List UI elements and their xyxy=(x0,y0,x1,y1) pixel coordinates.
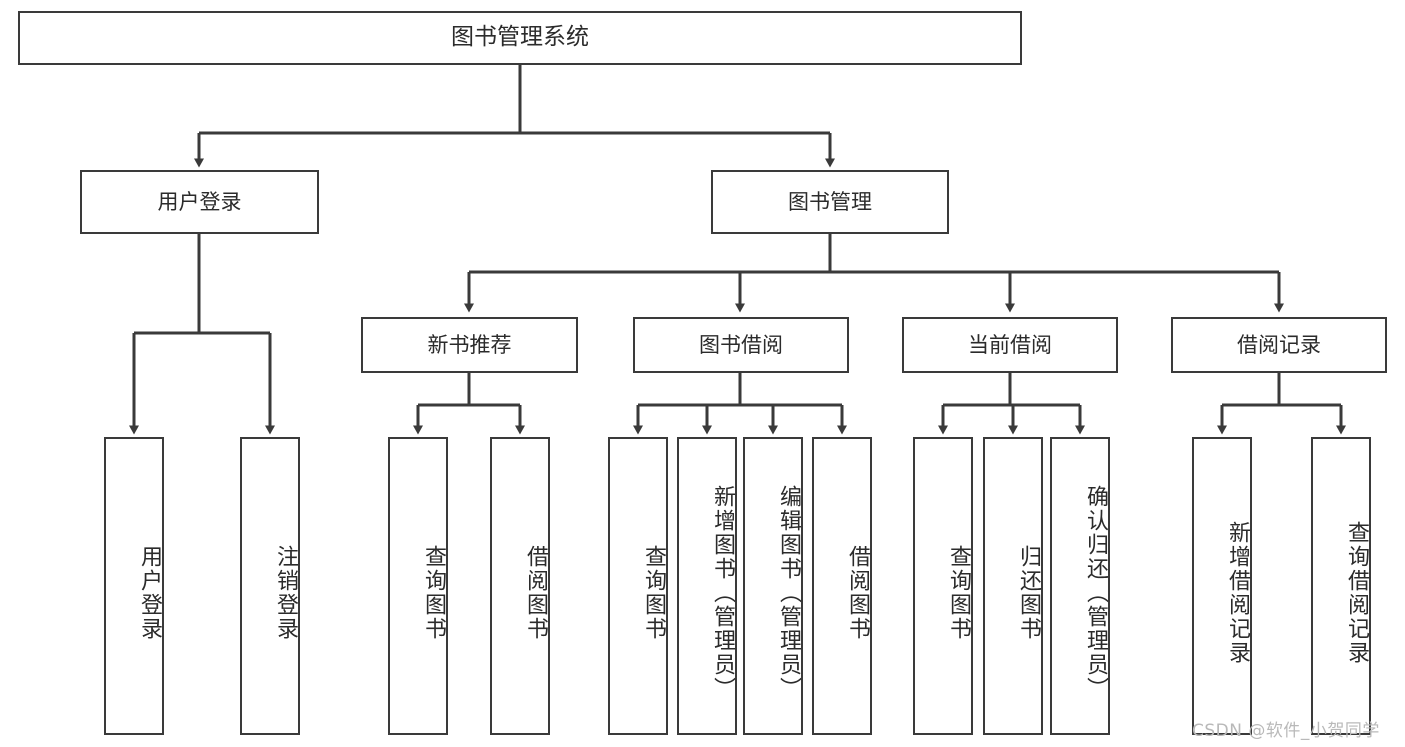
node-root-system[interactable]: 图书管理系统 xyxy=(18,11,1022,65)
leaf-label: 注销登录 xyxy=(273,545,298,641)
node-leaf-borrow-book-2[interactable]: 借阅图书 xyxy=(812,437,872,735)
node-leaf-confirm-return[interactable]: 确认归还（管理员） xyxy=(1050,437,1110,735)
leaf-label: 确认归还（管理员） xyxy=(1083,485,1108,701)
leaf-label: 查询图书 xyxy=(641,545,666,641)
csdn-watermark: CSDN @软件_小贺同学 xyxy=(1192,721,1380,741)
node-leaf-query-record[interactable]: 查询借阅记录 xyxy=(1311,437,1371,735)
node-leaf-logout-login[interactable]: 注销登录 xyxy=(240,437,300,735)
node-leaf-return-book[interactable]: 归还图书 xyxy=(983,437,1043,735)
node-leaf-query-book-3[interactable]: 查询图书 xyxy=(913,437,973,735)
leaf-label: 借阅图书 xyxy=(845,545,870,641)
leaf-label: 编辑图书（管理员） xyxy=(776,485,801,701)
node-new-book-recommend[interactable]: 新书推荐 xyxy=(361,317,578,373)
node-leaf-query-book-1[interactable]: 查询图书 xyxy=(388,437,448,735)
node-leaf-user-login[interactable]: 用户登录 xyxy=(104,437,164,735)
leaf-label: 新增图书（管理员） xyxy=(710,485,735,701)
node-leaf-add-book[interactable]: 新增图书（管理员） xyxy=(677,437,737,735)
leaf-label: 查询图书 xyxy=(421,545,446,641)
leaf-label: 查询图书 xyxy=(946,545,971,641)
node-leaf-add-record[interactable]: 新增借阅记录 xyxy=(1192,437,1252,735)
node-user-login[interactable]: 用户登录 xyxy=(80,170,319,234)
node-book-borrow[interactable]: 图书借阅 xyxy=(633,317,849,373)
leaf-label: 新增借阅记录 xyxy=(1225,521,1250,665)
node-leaf-edit-book[interactable]: 编辑图书（管理员） xyxy=(743,437,803,735)
node-book-management[interactable]: 图书管理 xyxy=(711,170,949,234)
leaf-label: 借阅图书 xyxy=(523,545,548,641)
node-current-borrow[interactable]: 当前借阅 xyxy=(902,317,1118,373)
leaf-label: 查询借阅记录 xyxy=(1344,521,1369,665)
leaf-label: 归还图书 xyxy=(1016,545,1041,641)
leaf-label: 用户登录 xyxy=(137,545,162,641)
node-leaf-query-book-2[interactable]: 查询图书 xyxy=(608,437,668,735)
node-borrow-record[interactable]: 借阅记录 xyxy=(1171,317,1387,373)
node-leaf-borrow-book-1[interactable]: 借阅图书 xyxy=(490,437,550,735)
